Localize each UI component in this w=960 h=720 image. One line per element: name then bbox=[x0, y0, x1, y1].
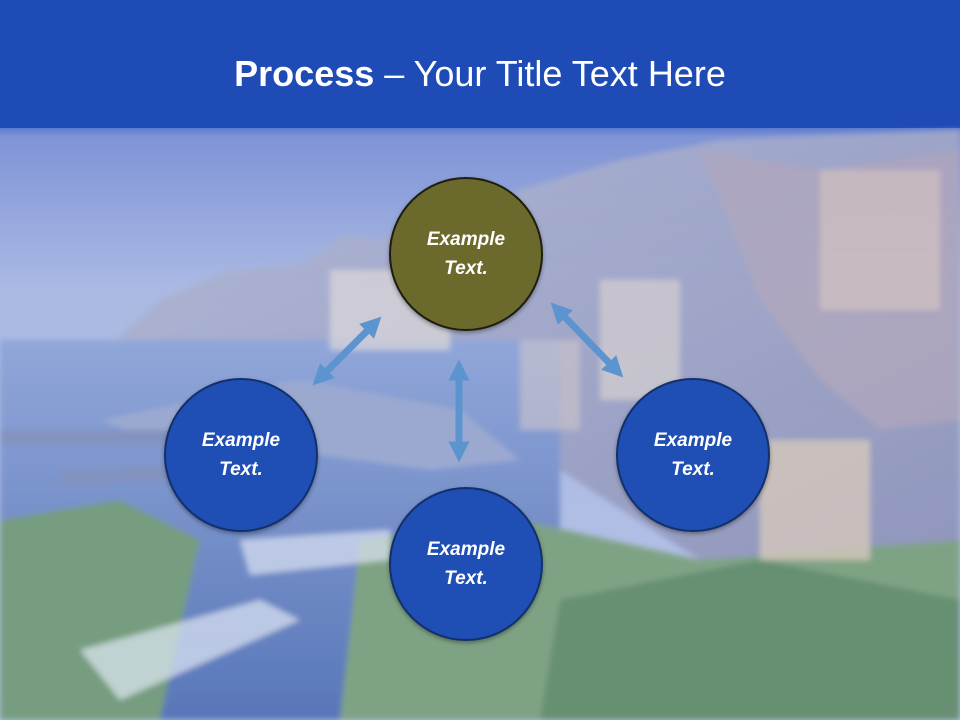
process-node-bottom: Example Text. bbox=[389, 487, 543, 641]
arrow-top-right bbox=[550, 302, 624, 378]
node-label-line2: Text. bbox=[444, 258, 488, 279]
title-text: Your Title Text Here bbox=[413, 53, 726, 94]
node-label-line2: Text. bbox=[219, 459, 263, 480]
node-label-line1: Example bbox=[201, 430, 281, 451]
node-label-line2: Text. bbox=[444, 568, 488, 589]
process-node-right: Example Text. bbox=[616, 378, 770, 532]
node-label-line1: Example bbox=[653, 430, 733, 451]
process-node-left: Example Text. bbox=[164, 378, 318, 532]
title-bold: Process bbox=[234, 53, 375, 94]
process-node-top: Example Text. bbox=[389, 177, 543, 331]
arrow-top-left bbox=[312, 316, 382, 386]
slide-title: Process – Your Title Text Here bbox=[0, 52, 960, 96]
node-label-line2: Text. bbox=[671, 459, 715, 480]
node-label-line1: Example bbox=[426, 539, 506, 560]
title-separator: – bbox=[384, 53, 405, 94]
node-label-line1: Example bbox=[426, 229, 506, 250]
